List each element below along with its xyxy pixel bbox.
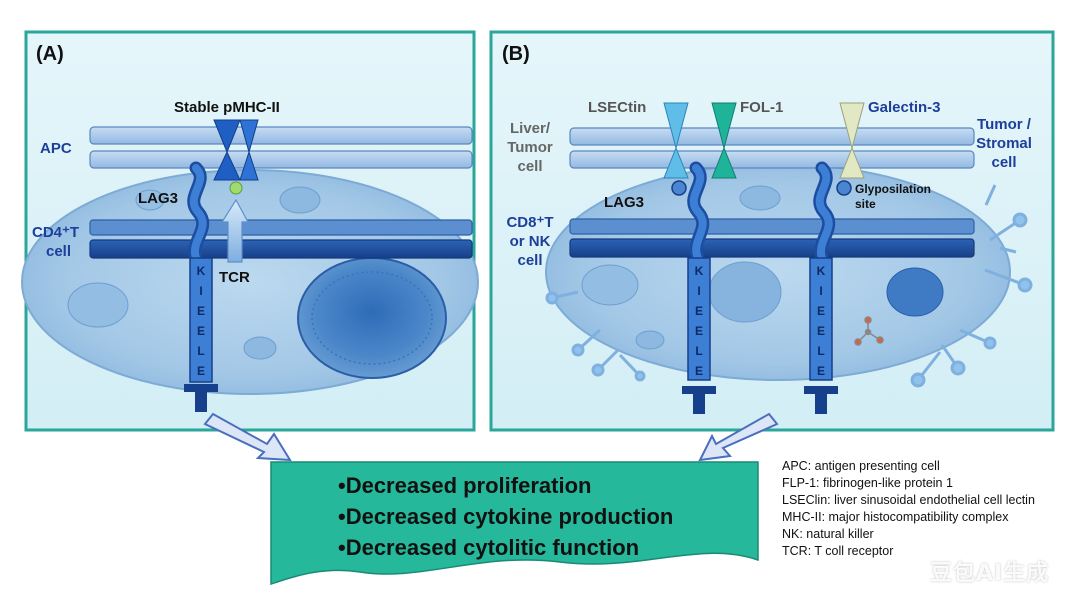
- kieele-a-e3: E: [197, 364, 205, 378]
- apc-membrane-outer: [89, 126, 473, 145]
- target-membrane-inner: [569, 150, 975, 169]
- t-anchor-icon-b2: [804, 386, 838, 414]
- kieele-b1-e3: E: [695, 364, 703, 378]
- panel-b-letter: (B): [502, 43, 530, 65]
- kieele-b2-e2: E: [817, 324, 825, 338]
- kieele-b2-i: I: [819, 284, 822, 298]
- legend-mhc: MHC-II: major histocompatibility complex: [782, 510, 1009, 524]
- panel-b: [489, 30, 1055, 432]
- outcome-cytokine: •Decreased cytokine production: [338, 504, 673, 529]
- cd4-cell-label-line2: cell: [46, 243, 71, 260]
- abbreviation-legend: APC: antigen presenting cell FLP-1: fibr…: [782, 458, 1062, 560]
- fol1-icon: [711, 102, 737, 179]
- tcr-icon: [220, 198, 250, 263]
- kieele-a-i: I: [199, 284, 202, 298]
- molecule-icon: [854, 316, 884, 346]
- kieele-a-e2: E: [197, 324, 205, 338]
- tumor-cell-label-line1: Tumor /: [977, 116, 1032, 133]
- liver-cell-label-line1: Liver/: [510, 120, 551, 137]
- liver-cell-label-line3: cell: [517, 158, 542, 175]
- watermark: 豆包AI生成: [930, 561, 1050, 586]
- panel-a-letter: (A): [36, 43, 64, 65]
- tumor-cell-label-line2: Stromal: [976, 135, 1032, 152]
- t-anchor-icon-b1: [682, 386, 716, 414]
- glycan-spikes: [545, 184, 1033, 388]
- cd8-cell-label-line2: or NK: [510, 233, 551, 250]
- kieele-b2-l: L: [817, 344, 824, 358]
- kieele-b1-i: I: [697, 284, 700, 298]
- kieele-letters-b2: K I E E L E: [817, 264, 826, 378]
- kieele-b2-e1: E: [817, 304, 825, 318]
- outcome-cytolytic: •Decreased cytolitic function: [338, 535, 639, 560]
- kieele-letters-a: K I E E L E: [197, 264, 206, 378]
- kieele-letters-b1: K I E E L E: [695, 264, 704, 378]
- kieele-b2-k: K: [817, 264, 826, 278]
- kieele-motif-a: [189, 257, 213, 383]
- nucleus: [297, 257, 447, 379]
- cd4-cell-label-line1: CD4⁺T: [32, 224, 79, 241]
- tumor-cell-label-line3: cell: [991, 154, 1016, 171]
- pmhc-ii-icon: [213, 119, 259, 181]
- liver-cell-label-line2: Tumor: [507, 139, 553, 156]
- effector-membrane-outer: [569, 218, 975, 235]
- kieele-b1-e2: E: [695, 324, 703, 338]
- kieele-motif-b1: [687, 257, 711, 381]
- stable-pmhc-label: Stable pMHC-II: [174, 99, 280, 116]
- kieele-b1-l: L: [695, 344, 702, 358]
- legend-nk: NK: natural killer: [782, 527, 874, 541]
- glycosylation-label-line1: Glyposilation: [855, 182, 931, 196]
- outcome-box: [270, 461, 759, 586]
- glycosylation-site-icon-2: [836, 180, 852, 196]
- tcr-label: TCR: [219, 269, 250, 286]
- target-membrane-outer: [569, 127, 975, 146]
- peptide-icon: [229, 181, 243, 195]
- lsectin-label: LSECtin: [588, 99, 646, 116]
- tcell-membrane-outer: [89, 219, 473, 236]
- apc-membrane-inner: [89, 150, 473, 169]
- kieele-b1-k: K: [695, 264, 704, 278]
- kieele-a-e1: E: [197, 304, 205, 318]
- lag3-label-a: LAG3: [138, 190, 178, 207]
- kieele-a-k: K: [197, 264, 206, 278]
- kieele-b1-e1: E: [695, 304, 703, 318]
- lsectin-icon: [663, 102, 689, 179]
- outcome-proliferation: •Decreased proliferation: [338, 473, 591, 498]
- kieele-b2-e3: E: [817, 364, 825, 378]
- legend-lsectin: LSEClin: liver sinusoidal endothelial ce…: [782, 493, 1035, 507]
- cd8-cell-label-line1: CD8⁺T: [506, 214, 553, 231]
- t-anchor-icon-a: [184, 384, 218, 412]
- lag3-label-b: LAG3: [604, 194, 644, 211]
- arrow-a-to-outcomes: [203, 412, 292, 462]
- galectin3-icon: [839, 102, 865, 179]
- galectin3-label: Galectin-3: [868, 99, 941, 116]
- legend-flp1: FLP-1: fibrinogen-like protein 1: [782, 476, 953, 490]
- cd8-cell-label-line3: cell: [517, 252, 542, 269]
- legend-apc: APC: antigen presenting cell: [782, 459, 940, 473]
- legend-tcr: TCR: T coll receptor: [782, 544, 894, 558]
- fol1-label: FOL-1: [740, 99, 783, 116]
- glycosylation-site-icon-1: [671, 180, 687, 196]
- kieele-a-l: L: [197, 344, 204, 358]
- arrow-b-to-outcomes: [698, 412, 779, 462]
- tcell-membrane-inner: [89, 239, 473, 259]
- glycosylation-label-line2: site: [855, 197, 876, 211]
- apc-label: APC: [40, 140, 72, 157]
- kieele-motif-b2: [809, 257, 833, 381]
- panel-a: [21, 30, 479, 432]
- effector-membrane-inner: [569, 238, 975, 258]
